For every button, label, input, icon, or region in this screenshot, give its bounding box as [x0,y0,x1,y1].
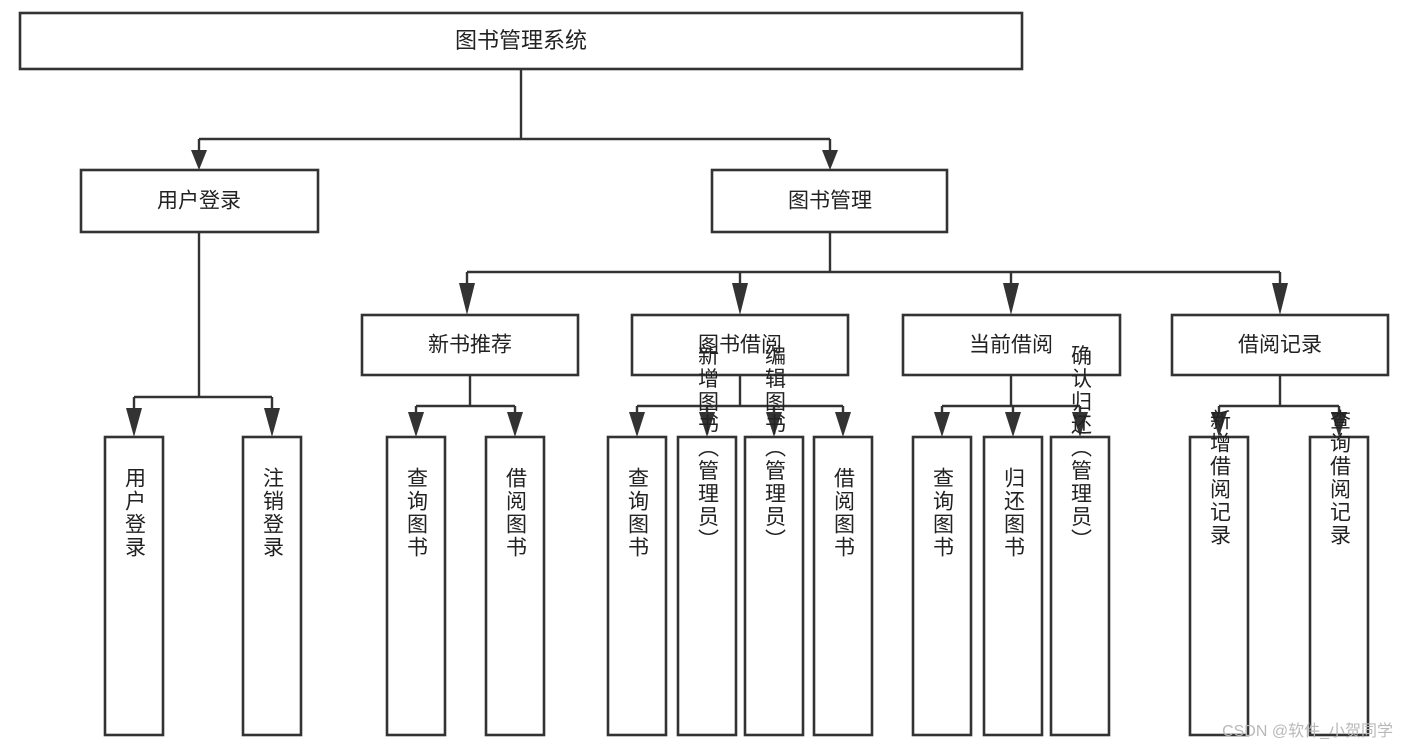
node-leaf-add-borrow-record-label: 新增借阅记录 [1208,409,1232,547]
node-borrow-record[interactable]: 借阅记录 [1170,313,1390,377]
node-book-borrow-label: 图书借阅 [698,334,782,357]
arrow-leaf-logout [264,408,280,437]
node-book-manage-label: 图书管理 [788,190,872,213]
node-current-borrow-box[interactable] [901,313,1122,377]
node-leaf-borrow-book-2-box[interactable] [812,435,874,737]
node-borrow-record-label: 借阅记录 [1238,334,1322,357]
arrow-leaf-edit-book-admin [766,412,782,437]
node-leaf-query-book-3[interactable]: 查询图书 [911,435,973,737]
node-borrow-record-box[interactable] [1170,313,1390,377]
node-leaf-query-book-2-label: 查询图书 [626,467,650,559]
node-user-login-box[interactable] [79,168,320,234]
csdn-watermark: CSDN @软件_小贺同学 [1222,723,1393,740]
node-leaf-add-book-admin-label: 新增图书（管理员） [696,345,720,552]
node-leaf-edit-book-admin-box[interactable] [743,435,805,737]
node-new-book-recommend[interactable]: 新书推荐 [360,313,580,377]
node-book-borrow[interactable]: 图书借阅 [630,313,850,377]
node-new-book-recommend-label: 新书推荐 [428,334,512,357]
node-leaf-query-book-1-box[interactable] [385,435,447,737]
arrow-leaf-query-borrow-record [1331,412,1347,437]
node-leaf-user-login-label: 用户登录 [123,467,147,559]
node-user-login[interactable]: 用户登录 [79,168,320,234]
node-leaf-logout[interactable]: 注销登录 [241,435,303,737]
arrow-to-book-manage [822,150,838,170]
node-leaf-query-book-3-box[interactable] [911,435,973,737]
node-leaf-borrow-book-1-label: 借阅图书 [504,467,528,559]
node-leaf-query-book-1[interactable]: 查询图书 [385,435,447,737]
node-book-borrow-box[interactable] [630,313,850,377]
node-leaf-add-borrow-record-box[interactable] [1188,435,1250,737]
arrow-leaf-add-borrow-record [1211,412,1227,437]
arrow-leaf-borrow-book-1 [507,412,523,437]
node-leaf-query-borrow-record-box[interactable] [1308,435,1370,737]
node-leaf-query-borrow-record[interactable]: 查询借阅记录 [1308,409,1370,737]
node-leaf-borrow-book-1[interactable]: 借阅图书 [484,435,546,737]
node-leaf-confirm-return-admin-label: 确认归还（管理员） [1069,345,1093,552]
node-leaf-edit-book-admin-label: 编辑图书（管理员） [763,345,787,552]
arrow-to-user-login [191,150,207,170]
node-leaf-return-book-label: 归还图书 [1002,467,1026,559]
node-current-borrow-label: 当前借阅 [969,334,1053,357]
arrow-to-borrow-record [1272,283,1288,315]
node-leaf-borrow-book-1-box[interactable] [484,435,546,737]
node-leaf-edit-book-admin[interactable]: 编辑图书（管理员） [743,345,805,737]
arrow-leaf-query-book-1 [408,412,424,437]
arrow-leaf-borrow-book-2 [835,412,851,437]
node-leaf-return-book-box[interactable] [982,435,1044,737]
node-leaf-borrow-book-2-label: 借阅图书 [832,467,856,559]
arrow-leaf-confirm-return-admin [1072,412,1088,437]
node-leaf-query-book-2[interactable]: 查询图书 [606,435,668,737]
node-new-book-recommend-box[interactable] [360,313,580,377]
node-user-login-label: 用户登录 [157,190,241,213]
connector-layer [126,69,1347,437]
arrow-leaf-query-book-3 [934,412,950,437]
node-leaf-add-book-admin[interactable]: 新增图书（管理员） [676,345,738,737]
node-leaf-add-borrow-record[interactable]: 新增借阅记录 [1188,409,1250,737]
arrow-to-new-book-recommend [459,283,475,315]
node-leaf-borrow-book-2[interactable]: 借阅图书 [812,435,874,737]
node-book-manage-box[interactable] [710,168,949,234]
node-leaf-query-book-1-label: 查询图书 [405,467,429,559]
node-leaf-confirm-return-admin-box[interactable] [1049,435,1111,737]
arrow-leaf-add-book-admin [699,412,715,437]
node-current-borrow[interactable]: 当前借阅 [901,313,1122,377]
node-leaf-query-book-3-label: 查询图书 [931,467,955,559]
arrow-to-current-borrow [1003,283,1019,315]
node-leaf-confirm-return-admin[interactable]: 确认归还（管理员） [1049,345,1111,737]
node-leaf-user-login-box[interactable] [103,435,165,737]
node-leaf-return-book[interactable]: 归还图书 [982,435,1044,737]
arrow-leaf-user-login [126,408,142,437]
node-root[interactable]: 图书管理系统 [18,11,1024,71]
node-leaf-add-book-admin-box[interactable] [676,435,738,737]
node-root-label: 图书管理系统 [455,28,587,53]
arrow-to-book-borrow [732,283,748,315]
node-leaf-query-borrow-record-label: 查询借阅记录 [1328,409,1352,547]
node-leaf-logout-box[interactable] [241,435,303,737]
node-root-box[interactable] [18,11,1024,71]
node-book-manage[interactable]: 图书管理 [710,168,949,234]
arrow-leaf-return-book [1005,412,1021,437]
node-leaf-logout-label: 注销登录 [261,467,285,559]
arrow-leaf-query-book-2 [629,412,645,437]
node-leaf-user-login[interactable]: 用户登录 [103,435,165,737]
node-leaf-query-book-2-box[interactable] [606,435,668,737]
